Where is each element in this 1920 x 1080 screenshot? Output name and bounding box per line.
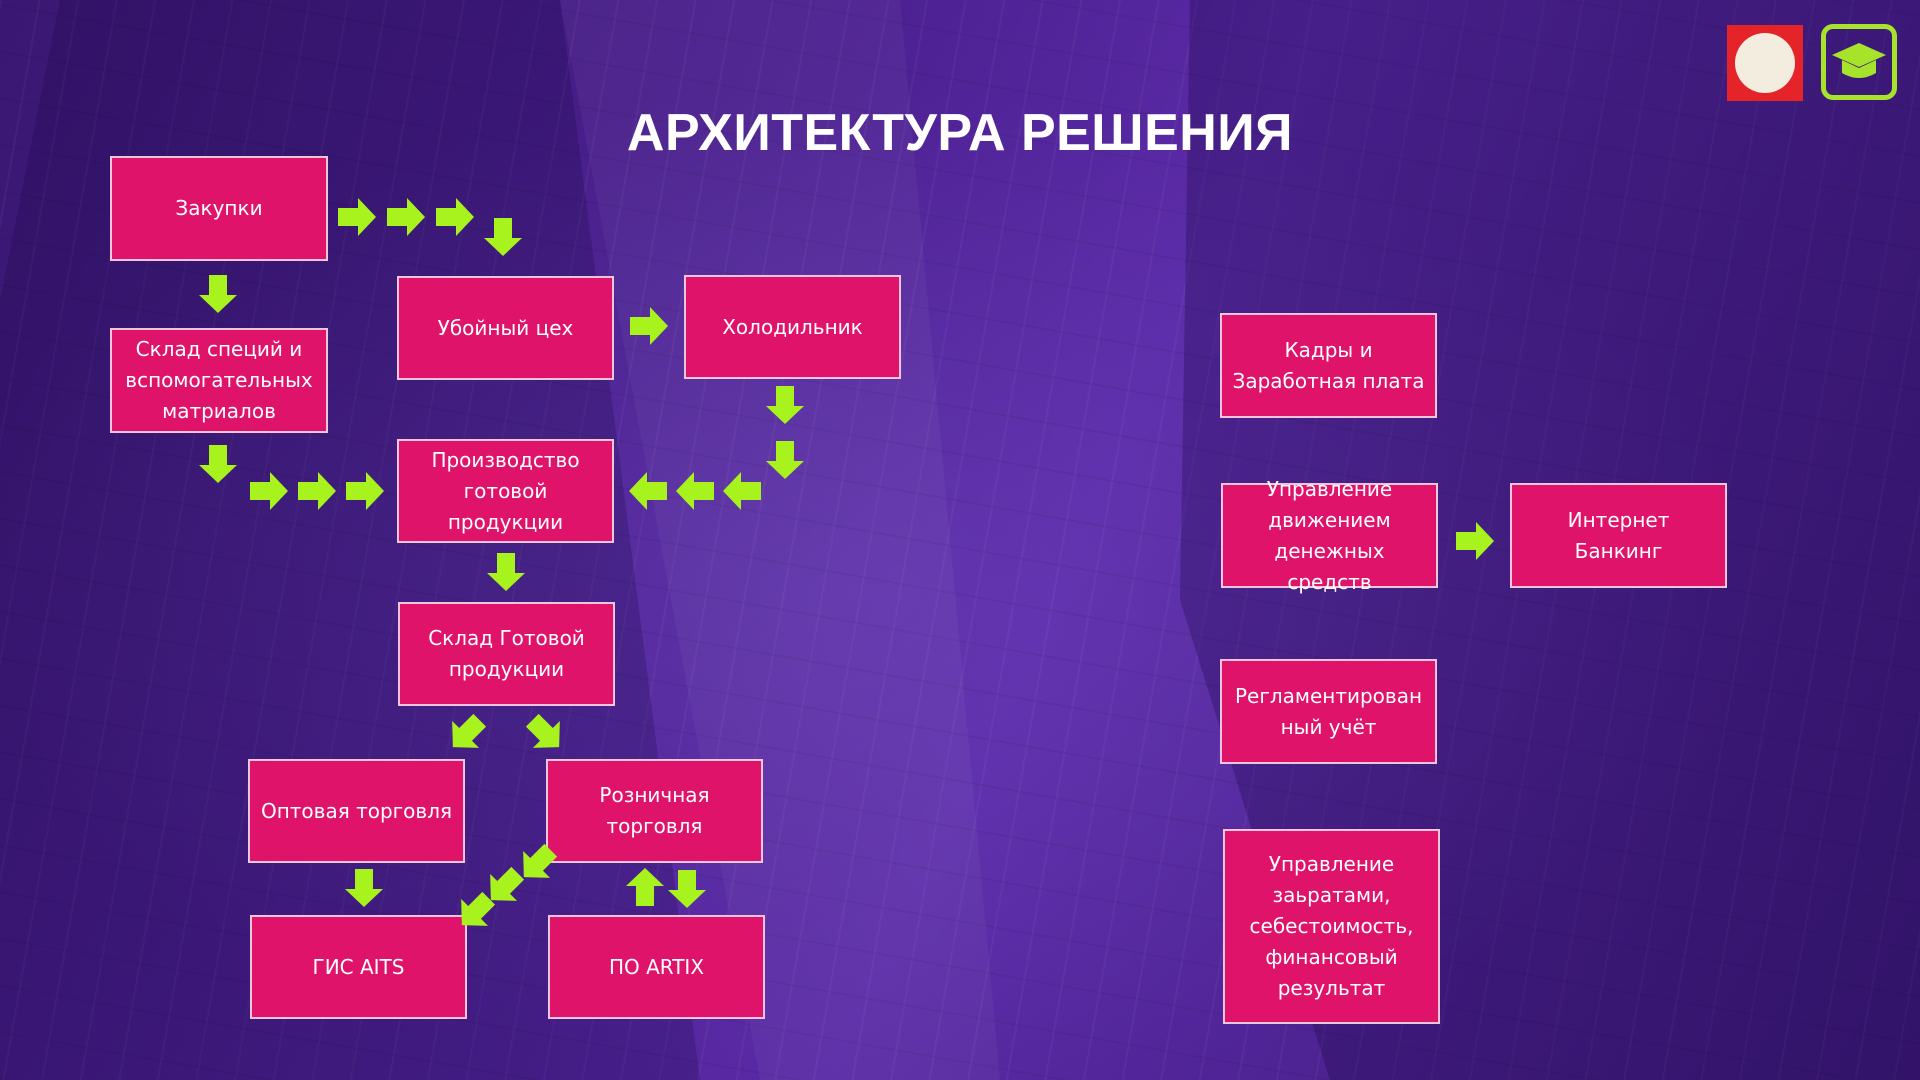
arrow-down (199, 445, 237, 483)
node-po-artix: ПО ARTIX (548, 915, 765, 1019)
node-proizvodstvo: Производство готовой продукции (397, 439, 614, 543)
node-reglament: Регламентирован ный учёт (1220, 659, 1437, 764)
arrow-right (298, 472, 336, 510)
arrow-down-left (439, 706, 494, 761)
node-internet-banking: Интернет Банкинг (1510, 483, 1727, 588)
node-kadry: Кадры и Заработная плата (1220, 313, 1437, 418)
arrow-down (199, 275, 237, 313)
arrow-right (630, 307, 668, 345)
graduation-cap-glyph (1832, 43, 1886, 78)
arrow-left (723, 472, 761, 510)
arrow-down (345, 869, 383, 907)
arrow-left (629, 472, 667, 510)
node-roznichnaya-torgovlya: Розничная торговля (546, 759, 763, 863)
node-optovaya-torgovlya: Оптовая торговля (248, 759, 465, 863)
arrow-right (436, 198, 474, 236)
graduation-cap-icon (1821, 24, 1897, 100)
arrow-right (346, 472, 384, 510)
arrow-up (626, 868, 664, 906)
arrow-down (766, 441, 804, 479)
node-gis-aits: ГИС AITS (250, 915, 467, 1019)
pig-logo-icon (1735, 33, 1795, 93)
arrow-left (676, 472, 714, 510)
arrow-down-right (518, 706, 573, 761)
arrow-down (487, 553, 525, 591)
node-sklad-gotovoy: Склад Готовой продукции (398, 602, 615, 706)
territory-pyatachok-logo (1727, 25, 1803, 101)
node-uboiny-ceh: Убойный цех (397, 276, 614, 380)
arrow-down (668, 870, 706, 908)
page-title: АРХИТЕКТУРА РЕШЕНИЯ (626, 104, 1294, 162)
arrow-right (1456, 522, 1494, 560)
node-sklad-speciy: Склад специй и вспомогательных матриалов (110, 328, 328, 433)
arrow-right (387, 198, 425, 236)
node-zakupki: Закупки (110, 156, 328, 261)
arrow-down (484, 218, 522, 256)
arrow-down (766, 386, 804, 424)
node-upravlenie-ds: Управление движением денежных средств (1221, 477, 1438, 594)
arrow-right (338, 198, 376, 236)
arrow-right (250, 472, 288, 510)
node-holodilnik: Холодильник (684, 275, 901, 379)
node-upravlenie-zatratami: Управление заьратами, себестоимость, фин… (1223, 829, 1440, 1024)
